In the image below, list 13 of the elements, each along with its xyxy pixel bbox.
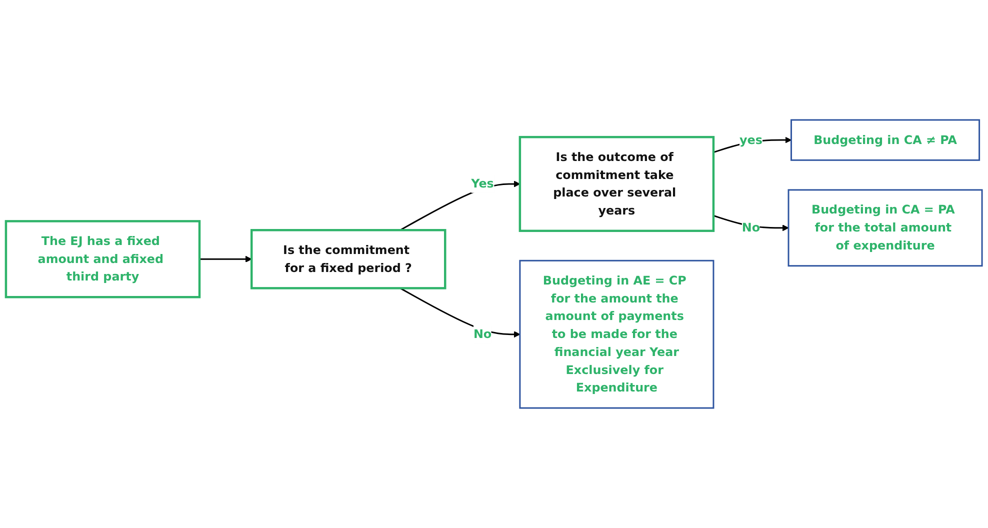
edge-label: No	[742, 220, 760, 235]
node-box: Is the commitment for a fixed period ?	[250, 229, 446, 290]
arrow	[400, 180, 520, 231]
arrow	[200, 256, 252, 262]
node-box: The EJ has a fixed amount and afixed third party	[4, 220, 201, 298]
node-box: Budgeting in AE = CP for the amount the amount of payments to be made for the financial year Year Exclusively for Expenditure	[519, 260, 714, 409]
node-box: Is the outcome of commitment take place over several years	[518, 136, 715, 232]
node-box: Budgeting in CA ≠ PA	[790, 119, 980, 161]
edge-label: yes	[740, 132, 762, 147]
node-box: Budgeting in CA = PA for the total amount of expenditure	[788, 189, 983, 267]
arrow	[400, 288, 520, 338]
edge-label: Yes	[471, 176, 494, 191]
edge-label: No	[473, 326, 492, 342]
